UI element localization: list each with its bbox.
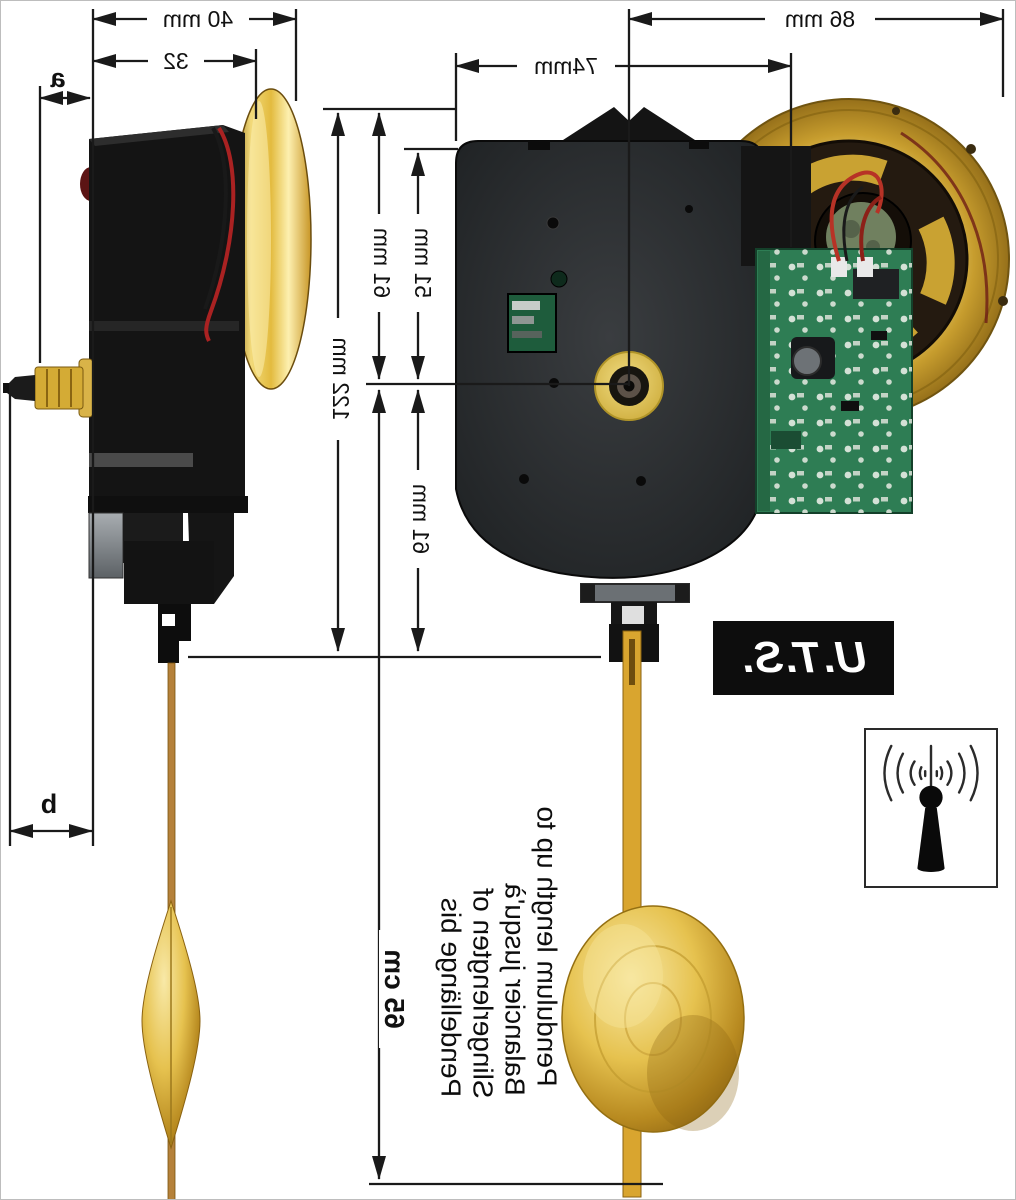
- dim-51mm-label: 51 mm: [411, 214, 437, 312]
- pendulum-length-value: 65 cm: [379, 930, 410, 1048]
- dim-b-label: b: [40, 788, 58, 819]
- pendulum-note-de: Pendellänge bis: [436, 897, 467, 1098]
- dim-a-label: a: [50, 62, 66, 93]
- dim-32-label: 32: [148, 48, 204, 74]
- handshaft-side: [3, 358, 94, 418]
- radio-signal-box: [864, 728, 998, 888]
- brand-label: U.T.S.: [739, 633, 868, 682]
- radio-signal-icon: [883, 744, 979, 872]
- case-side: [89, 125, 245, 496]
- circuit-board: [741, 146, 913, 514]
- brand-badge: U.T.S.: [713, 621, 894, 695]
- motor-block: [88, 512, 124, 579]
- pendulum-bob: [561, 905, 745, 1133]
- dim-61mm-upper-label: 61 mm: [370, 214, 396, 312]
- side-view-movement: [3, 88, 312, 663]
- side-pendulum: [141, 662, 201, 1199]
- dim-40mm-label: 40 mm: [147, 6, 249, 32]
- pendulum-note-fr: Balancier jusqu'à: [500, 883, 531, 1096]
- pendulum-note-en: Pendulum length up to: [532, 806, 563, 1087]
- dim-86mm-label: 86 mm: [765, 6, 875, 32]
- dim-61mm-lower-label: 61 mm: [409, 470, 435, 568]
- speaker-wire-red: [829, 170, 884, 262]
- pendulum-hook: [158, 604, 191, 663]
- dim-74mm-label: 74mm: [517, 53, 615, 79]
- dim-122mm-label: 122 mm: [328, 318, 355, 440]
- gong-wire: [204, 126, 236, 342]
- pendulum-note-nl: Slingerlengten of: [468, 888, 499, 1099]
- rear-pendulum: [561, 630, 745, 1198]
